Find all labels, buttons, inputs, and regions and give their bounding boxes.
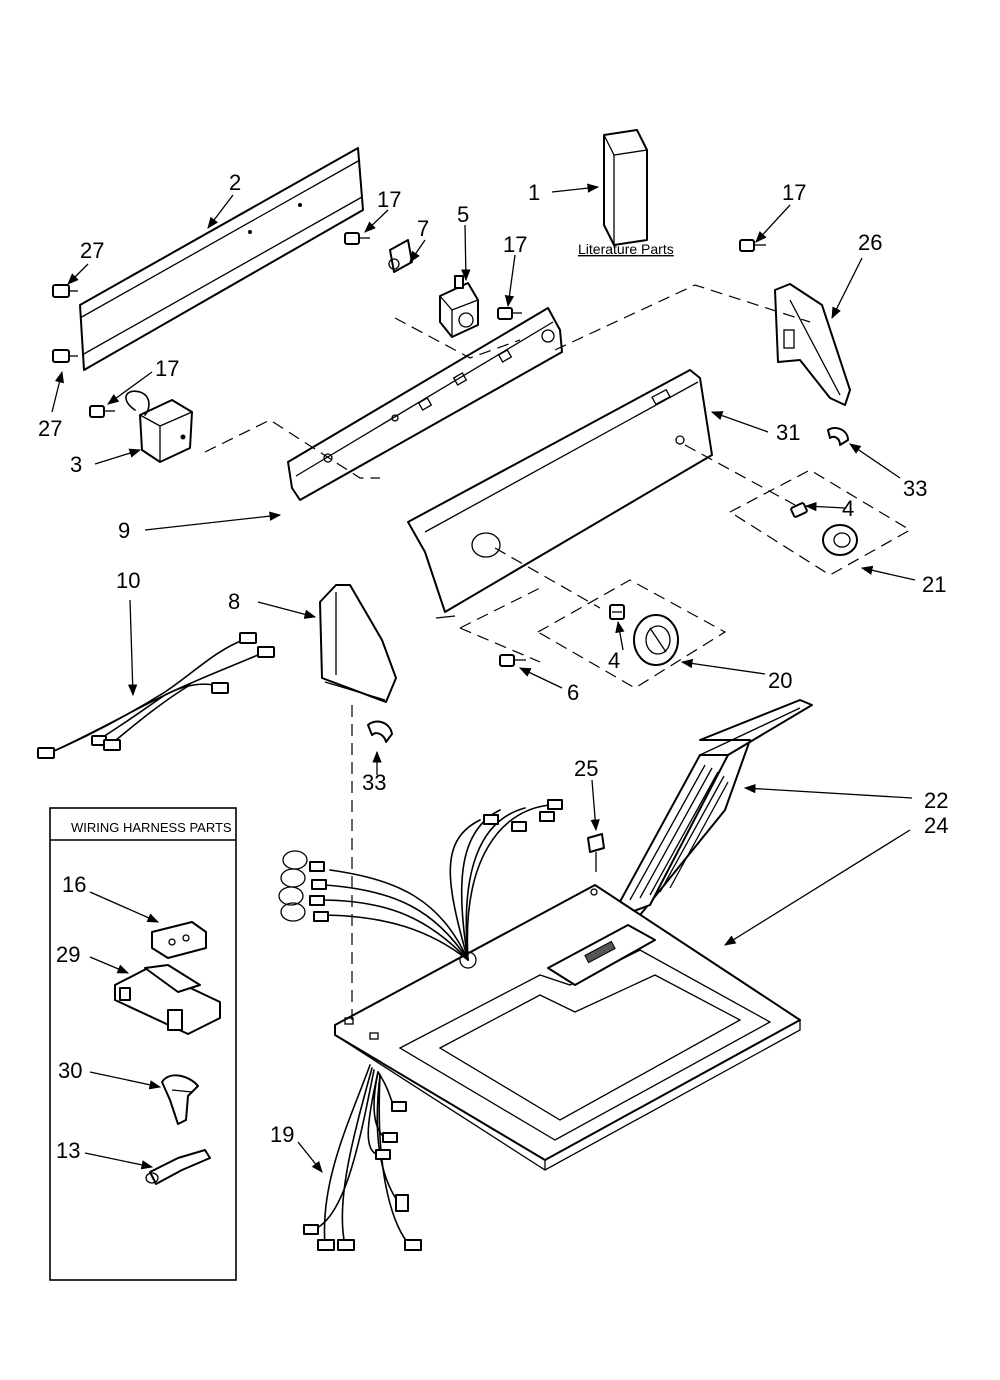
callout-27-top: 27	[80, 238, 104, 263]
screw-17-a	[344, 232, 370, 245]
callout-17-b: 17	[503, 232, 527, 257]
callout-numbers: 1 2 3 4 4 5 6 7 8 9 10 13 16 17 17 17 17…	[38, 170, 948, 1163]
callout-5: 5	[457, 202, 469, 227]
screw-27-bottom	[52, 349, 78, 363]
callout-21: 21	[922, 572, 946, 597]
callout-26: 26	[858, 230, 882, 255]
callout-33-right: 33	[903, 476, 927, 501]
callout-13: 13	[56, 1138, 80, 1163]
control-bracket-9	[287, 307, 563, 501]
screw-6	[499, 654, 526, 667]
top-wiring-bundle	[278, 799, 563, 961]
literature-parts-label: Literature Parts	[578, 241, 674, 257]
callout-22: 22	[924, 788, 948, 813]
end-cap-26	[774, 283, 851, 406]
callout-19: 19	[270, 1122, 294, 1147]
callout-7: 7	[417, 216, 429, 241]
callout-16: 16	[62, 872, 86, 897]
wire-harness-10	[37, 632, 275, 759]
callout-2: 2	[229, 170, 241, 195]
rear-panel-bar	[79, 147, 364, 371]
callout-4-right: 4	[842, 496, 854, 521]
callout-1: 1	[528, 180, 540, 205]
switch-5	[439, 275, 479, 338]
clip-33-right	[827, 427, 849, 446]
assembly-dashed-lines	[204, 284, 912, 1020]
switch-3	[125, 390, 193, 463]
wiring-harness-parts-box	[49, 807, 237, 1281]
callout-25: 25	[574, 756, 598, 781]
timer-knob-20	[633, 614, 679, 666]
callout-33-lower: 33	[362, 770, 386, 795]
callout-27-bottom: 27	[38, 416, 62, 441]
knob-21	[822, 524, 858, 556]
callout-29: 29	[56, 942, 80, 967]
callout-24: 24	[924, 813, 948, 838]
callout-6: 6	[567, 680, 579, 705]
bushing-4-right	[790, 502, 808, 518]
callout-4-lower: 4	[608, 648, 620, 673]
console-panel-31	[407, 369, 713, 619]
screw-17-c	[89, 405, 115, 418]
callout-17-a: 17	[377, 187, 401, 212]
callout-30: 30	[58, 1058, 82, 1083]
callout-3: 3	[70, 452, 82, 477]
callout-17-d: 17	[782, 180, 806, 205]
clip-33-lower	[367, 720, 393, 743]
callout-20: 20	[768, 668, 792, 693]
wire-harness-19	[303, 1064, 422, 1251]
lint-duct-22	[607, 699, 813, 926]
screw-25	[587, 833, 605, 872]
terminal-13	[145, 1149, 211, 1185]
callout-31: 31	[776, 420, 800, 445]
connector-block-29	[114, 964, 221, 1035]
connector-16	[151, 921, 207, 959]
callout-10: 10	[116, 568, 140, 593]
terminal-clip-30	[161, 1074, 199, 1125]
screw-27-top	[52, 284, 78, 298]
wiring-harness-parts-label: WIRING HARNESS PARTS	[71, 820, 232, 835]
bushing-4-lower	[609, 604, 625, 620]
screw-17-b	[497, 307, 522, 320]
lint-screen-mesh	[629, 764, 729, 901]
callout-17-c: 17	[155, 356, 179, 381]
top-panel-24	[334, 884, 801, 1171]
screw-17-d	[739, 239, 766, 252]
literature-booklet	[603, 129, 648, 246]
leader-lines	[51, 183, 916, 1173]
callout-8: 8	[228, 589, 240, 614]
clip-7	[388, 239, 413, 273]
callout-9: 9	[118, 518, 130, 543]
end-cap-8	[319, 584, 397, 703]
